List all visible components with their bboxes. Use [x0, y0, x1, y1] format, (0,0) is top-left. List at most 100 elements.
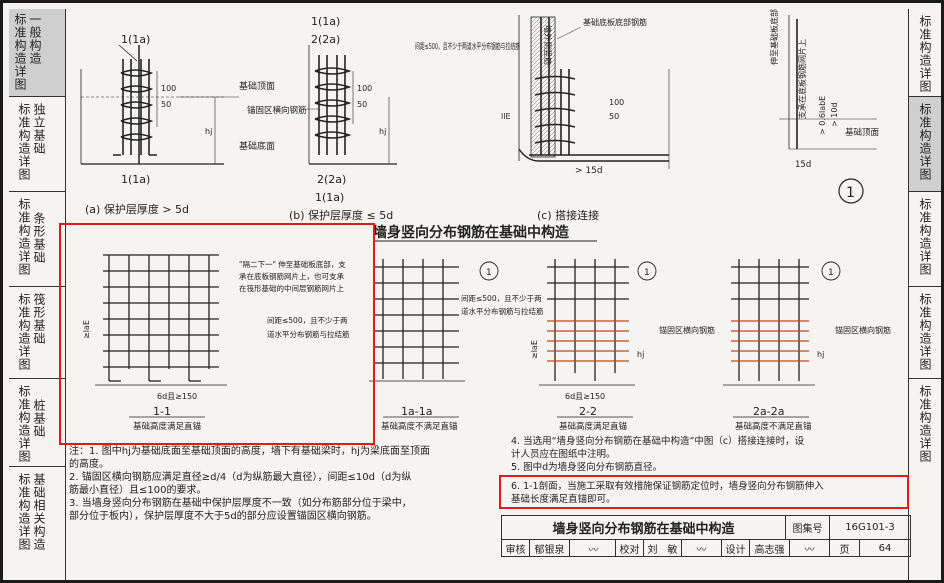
spacing-1-1-a: 间距≤500，且不少于两 [267, 316, 348, 325]
dim-lae-1-1: ≥laE [82, 320, 91, 339]
lle-c: llE [501, 112, 511, 121]
section-mark-a-bottom: 1(1a) [121, 173, 150, 186]
section-1-1: ≥laE 6d且≥150 "隔二下一" 伸至基础板底部，支 承在底板钢筋网片上，… [82, 254, 350, 432]
section-mark-a-top: 1(1a) [121, 33, 150, 46]
note-line: 基础长度满足直锚即可。 [511, 494, 616, 505]
left-tab-section: 筏形基础 [32, 293, 46, 345]
title-1-1: 1-1 [153, 405, 171, 418]
dim-15d-c: > 15d [575, 166, 603, 176]
detail-c: 基础底板底部钢筋 墙外侧竖筋 llE 100 50 > 15d (c) 搭接连接 [501, 15, 670, 222]
left-tab-section: 一般构造 [28, 13, 42, 65]
left-tab-isolated[interactable]: 标准构造详图 独立基础 [9, 97, 65, 192]
caption-b: (b) 保护层厚度 ≤ 5d [289, 208, 393, 222]
left-tab-title: 标准构造详图 [17, 198, 31, 276]
page-number: 64 [878, 542, 892, 554]
section-title: 墙身竖向分布钢筋在基础中构造 [373, 224, 569, 241]
check-signature: 〰 [682, 540, 722, 556]
section-mark-b-bottom2: 1(1a) [315, 191, 344, 204]
title-block-title: 墙身竖向分布钢筋在基础中构造 [502, 516, 786, 540]
right-tab-title: 标准构造详图 [918, 103, 932, 181]
review-name: 郁银泉 [530, 540, 570, 556]
label-foundation-top-a: 基础顶面 [239, 80, 275, 92]
anchor-label-2a: 锚固区横向钢筋 [835, 325, 891, 335]
title-2-2: 2-2 [579, 405, 597, 418]
circle-2a: 1 [828, 268, 834, 278]
note-line: 计人员应在图纸中注明。 [511, 449, 616, 460]
right-tab-column: 标准构造详图 标准构造详图 标准构造详图 标准构造详图 标准构造详图 [908, 9, 941, 580]
left-tab-pile[interactable]: 标准构造详图 桩基础 [9, 379, 65, 467]
dim-15d-d: 15d [795, 160, 811, 170]
right-tab-title: 标准构造详图 [918, 293, 932, 371]
drawing-sheet: 标准构造详图 一般构造 标准构造详图 独立基础 标准构造详图 条形基础 标准构造… [9, 9, 941, 580]
note-line: 5. 图中d为墙身竖向分布钢筋直径。 [511, 462, 663, 473]
note-1-1-a: "隔二下一" 伸至基础板底部，支 [239, 259, 346, 269]
note-line: 的高度。 [69, 459, 109, 470]
label-foundation-bottom-a: 基础底面 [239, 140, 275, 152]
title-1a-1a: 1a-1a [401, 405, 432, 418]
section-1a-1a: 1 间距≤500，且不少于两 道水平分布钢筋与拉结筋 1a-1a 基础高度不满足… [369, 259, 544, 432]
left-tab-section: 条形基础 [32, 212, 46, 264]
detail-circle-d: 1 [846, 185, 855, 201]
review-signature: 〰 [570, 540, 616, 556]
hj-2a: hj [817, 350, 824, 359]
highlight-section-1-1 [59, 223, 375, 445]
review-label: 审核 [502, 540, 530, 556]
section-2-2: 1 ≥laE 锚固区横向钢筋 hj 6d且≥150 2-2 基础高度满足直锚 [530, 259, 715, 432]
left-tab-title: 标准构造详图 [13, 13, 27, 91]
left-tab-general[interactable]: 标准构造详图 一般构造 [9, 9, 65, 97]
right-tab-1[interactable]: 标准构造详图 [909, 9, 941, 97]
dim-bottom-2-2: 6d且≥150 [565, 392, 605, 401]
dim-d2: > 10d [830, 102, 839, 127]
hj-a: hj [205, 127, 212, 136]
section-mark-b-bottom1: 2(2a) [317, 173, 346, 186]
right-tab-3[interactable]: 标准构造详图 [909, 192, 941, 287]
left-tab-section: 独立基础 [32, 103, 46, 155]
left-tab-section: 基础相关构造 [32, 473, 46, 551]
left-tab-section: 桩基础 [32, 399, 46, 438]
title-2a-2a: 2a-2a [753, 405, 784, 418]
dim-50-b: 50 [357, 100, 367, 109]
dim-bottom-1-1: 6d且≥150 [157, 392, 197, 401]
subtitle-1a-1a: 基础高度不满足直锚 [381, 421, 458, 432]
left-tab-related[interactable]: 标准构造详图 基础相关构造 [9, 467, 65, 580]
page-label: 页 [830, 540, 860, 556]
dim-50-c: 50 [609, 112, 619, 121]
note-line: 3. 当墙身竖向分布钢筋在基础中保护层厚度不一致（如分布筋部分位于梁中， [69, 498, 412, 509]
anchor-label-2-2: 锚固区横向钢筋 [659, 325, 715, 335]
left-tab-raft[interactable]: 标准构造详图 筏形基础 [9, 287, 65, 379]
detail-d: 伸至基础板底部 支承在底板钢筋网片上 > 0.6labE > 10d 基础顶面 … [769, 9, 880, 204]
note-line: 筋最小直径）且≤100的要求。 [69, 485, 207, 496]
construction-drawings: 1(1a) 100 50 基础顶面 [80, 9, 891, 432]
notes-right: 4. 当选用“墙身竖向分布钢筋在基础中构造”中图（c）搭接连接时，设 计人员应在… [511, 435, 911, 506]
circle-1a: 1 [486, 268, 492, 278]
note-spacing-b: 间距≤500，且不少于两道水平分布钢筋与拉结筋 [415, 41, 520, 51]
atlas-label: 图集号 [786, 516, 830, 540]
left-tab-title: 标准构造详图 [17, 103, 31, 181]
right-tab-5[interactable]: 标准构造详图 [909, 379, 941, 580]
subtitle-2a-2a: 基础高度不满足直锚 [735, 421, 812, 432]
detail-a: 1(1a) 100 50 基础顶面 [80, 33, 275, 216]
note-d-2: 支承在底板钢筋网片上 [797, 39, 807, 119]
highlight-note-6 [499, 475, 909, 509]
spacing-1a-b: 道水平分布钢筋与拉结筋 [461, 306, 544, 316]
note-line: 部分位于板内），保护层厚度不大于5d的部分应设置锚固区横向钢筋。 [69, 511, 377, 522]
left-tab-strip[interactable]: 标准构造详图 条形基础 [9, 192, 65, 287]
right-tab-2[interactable]: 标准构造详图 [909, 97, 941, 192]
circle-2-2: 1 [644, 268, 650, 278]
subtitle-1-1: 基础高度满足直锚 [133, 421, 202, 432]
check-name: 刘 敏 [644, 540, 682, 556]
dim-50-a: 50 [161, 100, 171, 109]
atlas-number: 16G101-3 [830, 516, 910, 540]
dim-lae-2-2: ≥laE [530, 340, 539, 359]
spacing-1-1-b: 道水平分布钢筋与拉结筋 [267, 329, 350, 339]
title-block: 墙身竖向分布钢筋在基础中构造 图集号 16G101-3 审核 郁银泉 〰 校对 … [501, 515, 911, 557]
subtitle-2-2: 基础高度满足直锚 [559, 421, 628, 432]
left-tab-column: 标准构造详图 一般构造 标准构造详图 独立基础 标准构造详图 条形基础 标准构造… [9, 9, 66, 580]
caption-a: (a) 保护层厚度 > 5d [85, 202, 189, 216]
note-d-1: 伸至基础板底部 [769, 9, 779, 65]
right-tab-4[interactable]: 标准构造详图 [909, 287, 941, 379]
right-tab-title: 标准构造详图 [918, 15, 932, 93]
detail-b: 1(1a) 2(2a) 100 50 间距≤500，且不少于两道水平分布钢筋与拉… [247, 15, 520, 222]
design-label: 设计 [722, 540, 750, 556]
